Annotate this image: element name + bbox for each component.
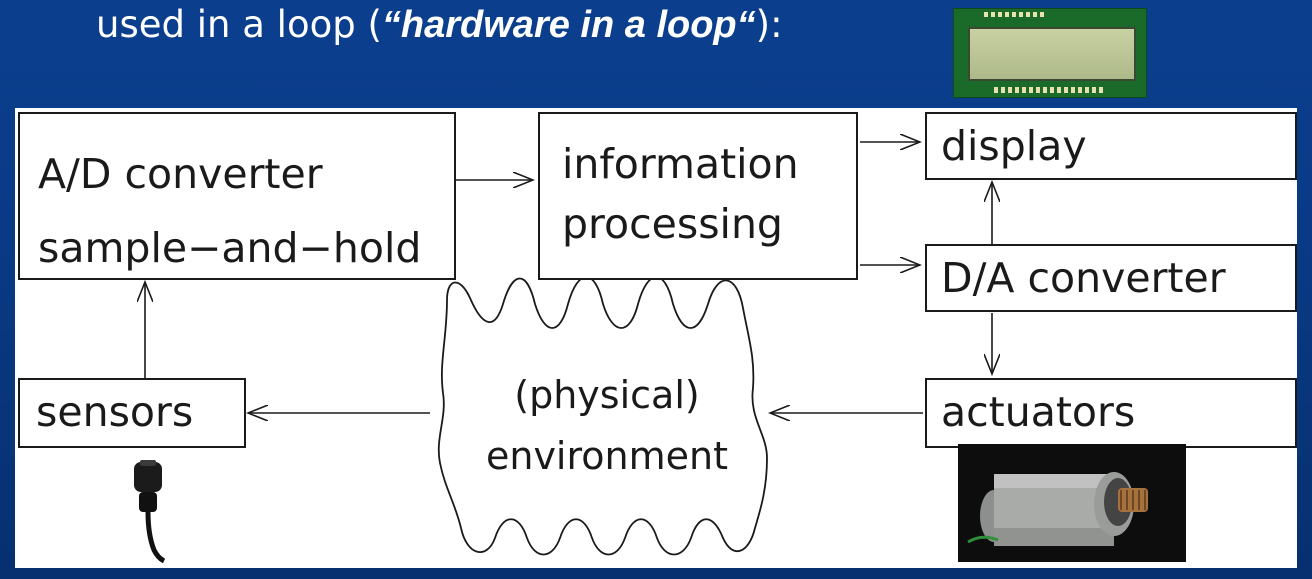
lcd-screen (968, 27, 1136, 81)
da-converter-label: D/A converter (941, 254, 1226, 302)
processing-label: processing (562, 200, 783, 248)
da-converter-box: D/A converter (925, 244, 1297, 312)
actuators-label: actuators (941, 388, 1136, 436)
heading-prefix: used in a loop ( (96, 3, 382, 46)
sensor-photo (134, 460, 166, 563)
information-processing-box: information processing (538, 112, 858, 280)
sample-and-hold-label: sample−and−hold (38, 224, 422, 272)
ad-converter-box: A/D converter sample−and−hold (18, 112, 456, 280)
sensors-box: sensors (18, 378, 246, 448)
sensor-cable (145, 511, 166, 563)
lcd-display-photo (953, 8, 1147, 98)
sensor-head (134, 462, 162, 492)
motor-drawing (958, 444, 1186, 562)
motor-actuator-photo (958, 444, 1186, 562)
display-box: display (925, 112, 1297, 180)
sensor-cap (140, 460, 156, 466)
sensors-label: sensors (36, 388, 194, 436)
ad-converter-label: A/D converter (38, 150, 323, 198)
information-label: information (562, 140, 799, 188)
environment-cloud (437, 276, 768, 556)
heading-suffix: ): (755, 3, 783, 46)
display-label: display (941, 122, 1087, 170)
lcd-pins (994, 87, 1104, 93)
diagram-arrows (15, 108, 1297, 556)
slide-heading: used in a loop (“hardware in a loop“): (96, 0, 783, 60)
environment-label: environment (485, 434, 728, 478)
hardware-in-loop-diagram: A/D converter sample−and−hold informatio… (15, 108, 1297, 568)
motor-wire (967, 535, 999, 544)
sensor-body (139, 492, 157, 512)
heading-quote: “hardware in a loop“ (381, 4, 756, 46)
actuators-box: actuators (925, 378, 1297, 448)
lcd-pins-top (984, 12, 1044, 17)
physical-label: (physical) (514, 373, 700, 417)
